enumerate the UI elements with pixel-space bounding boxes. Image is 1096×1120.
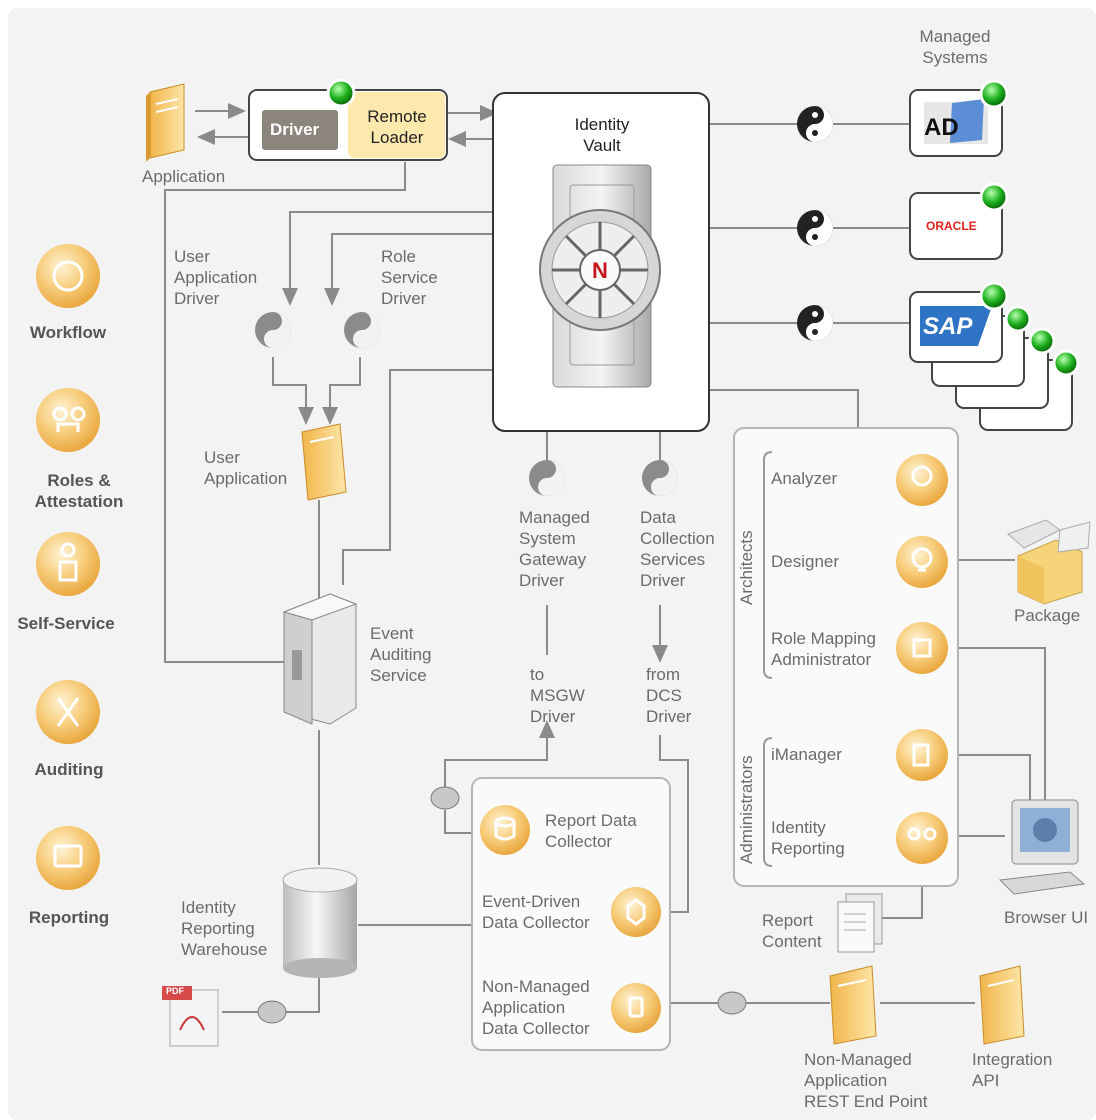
self-service-icon [36,532,100,596]
package-label: Package [1014,606,1081,625]
role-mapping-icon [896,622,948,674]
identity-vault-title: Identity Vault [574,115,630,155]
user-application-book-icon [301,423,347,501]
reporting-icon [36,826,100,890]
non-managed-collector-label[interactable]: Non-Managed Application Data Collector [482,977,590,1038]
oracle-logo-text: ORACLE [926,219,977,233]
report-data-collector-icon [480,805,530,855]
application-label: Application [142,167,226,186]
identity-reporting-icon [896,812,948,864]
sap-logo-text: SAP [923,313,973,340]
browser-ui-label: Browser UI [1004,908,1089,927]
sidebar-item-workflow[interactable]: Workflow [29,323,107,342]
identity-reporting-warehouse-label: Identity Reporting Warehouse [181,898,268,959]
pdf-document-icon [162,986,219,1047]
report-content-document-icon [837,893,883,953]
event-driven-collector-label[interactable]: Event-Driven Data Collector [482,892,590,932]
ad-system-icon [909,79,1009,157]
rest-end-point-label: Non-Managed Application REST End Point [804,1050,928,1111]
user-application-driver-label: User Application Driver [174,247,258,308]
driver-chip [262,110,338,150]
roles-icon [36,388,100,452]
browser-ui-computer-icon [998,799,1086,895]
svg-text:N: N [592,258,608,283]
reporting-warehouse-database-icon [282,867,358,978]
dcs-driver-label: Data Collection Services Driver [640,508,715,590]
workflow-icon [36,244,100,308]
integration-api-label: Integration API [972,1050,1053,1090]
driver-label: Driver [270,120,320,139]
schedule-clock-icons [257,786,747,1024]
msgw-driver-label: Managed System Gateway Driver [519,508,590,590]
non-managed-collector-icon [611,983,661,1033]
identity-reporting-label[interactable]: Identity Reporting [771,818,845,858]
sidebar-item-self-service[interactable]: Self-Service [17,614,115,633]
architects-bracket [763,451,773,679]
orange-feature-icons [36,244,948,1033]
analyzer-label[interactable]: Analyzer [771,469,838,488]
sap-system-stack-icon [909,281,1080,431]
sidebar-item-roles-attestation[interactable]: Roles & Attestation [34,471,124,511]
analyzer-icon [896,454,948,506]
from-dcs-driver-label: from DCS Driver [646,665,692,726]
connector-yin-yang-icons [255,106,833,496]
rest-endpoint-book-icon [829,965,877,1045]
architects-group-label: Architects [737,530,756,605]
administrators-bracket [763,737,773,867]
imanager-label[interactable]: iManager [771,745,842,764]
event-driven-collector-icon [611,887,661,937]
user-application-label: User Application [204,448,288,488]
driver-status-led [326,78,356,108]
remote-loader-label: Remote Loader [367,107,427,147]
application-book-icon [146,83,185,162]
designer-label[interactable]: Designer [771,552,840,571]
sidebar-item-auditing[interactable]: Auditing [34,760,104,779]
report-data-collector-label[interactable]: Report Data Collector [545,811,637,851]
remote-loader-fill [348,92,445,158]
integration-api-book-icon [979,965,1025,1045]
designer-icon [896,536,948,588]
report-content-label: Report Content [762,911,822,951]
vault-door-icon: N [539,164,661,388]
ad-logo-text: AD [924,114,959,141]
connector-lines [164,103,1046,1013]
package-box-icon [1007,519,1091,605]
pdf-badge-text: PDF [166,986,184,996]
role-service-driver-label: Role Service Driver [381,247,438,308]
event-auditing-service-label: Event Auditing Service [370,624,432,685]
imanager-icon [896,729,948,781]
managed-systems-title: Managed Systems [919,27,991,67]
sidebar-item-reporting[interactable]: Reporting [28,908,110,927]
orb-glyphs [52,260,937,1018]
event-auditing-server-icon [282,593,358,725]
oracle-system-icon [909,182,1009,260]
role-mapping-administrator-label[interactable]: Role Mapping Administrator [771,629,876,669]
to-msgw-driver-label: to MSGW Driver [530,665,585,726]
administrators-group-label: Administrators [737,755,756,864]
